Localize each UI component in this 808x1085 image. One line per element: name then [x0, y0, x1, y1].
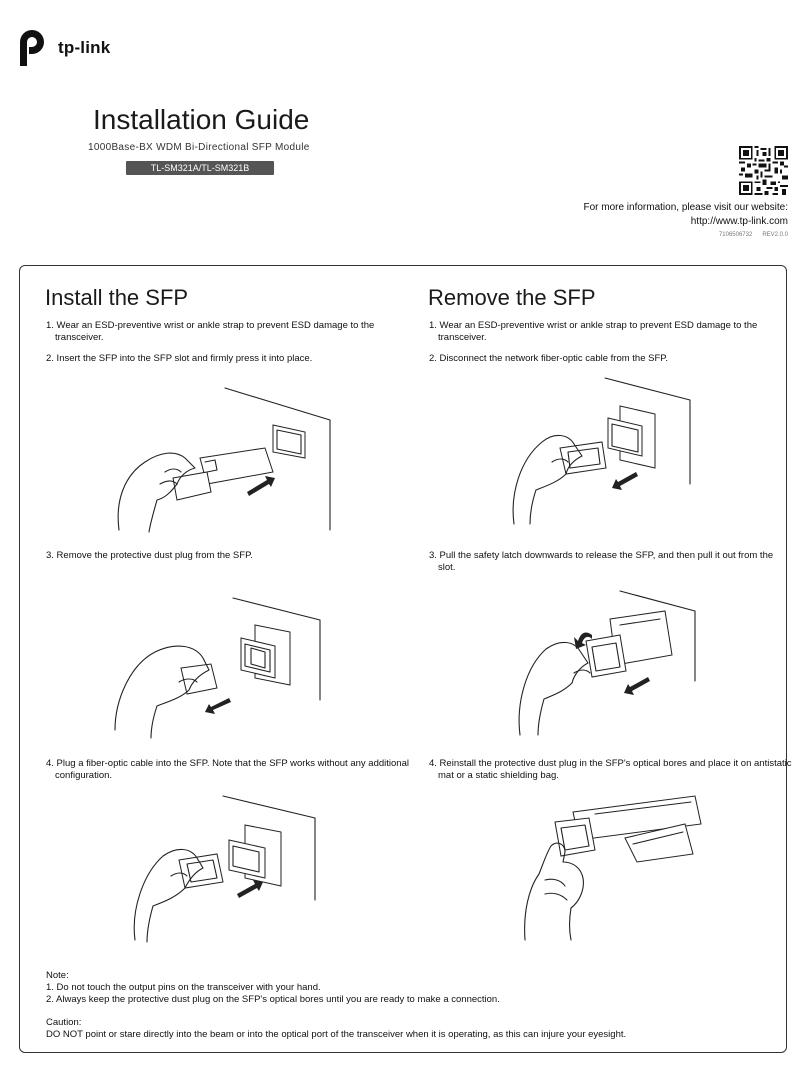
- tp-link-logo-icon: [20, 30, 44, 66]
- note-item-1: 1. Do not touch the output pins on the t…: [46, 982, 321, 993]
- remove-step-4: 4. Reinstall the protective dust plug in…: [429, 758, 792, 781]
- page-title: Installation Guide: [93, 104, 310, 135]
- qr-code-icon: [739, 146, 788, 195]
- install-step-1: 1. Wear an ESD-preventive wrist or ankle…: [46, 320, 375, 343]
- remove-dust-plug-illustration: [114, 597, 321, 739]
- notes-heading: Note:: [46, 970, 69, 981]
- product-subtitle: 1000Base-BX WDM Bi-Directional SFP Modul…: [88, 142, 310, 153]
- install-step-4: 4. Plug a fiber-optic cable into the SFP…: [46, 758, 409, 781]
- notes-section: Note: 1. Do not touch the output pins on…: [46, 970, 766, 1006]
- doc-number: 7106506732: [718, 232, 753, 238]
- remove-section-title: Remove the SFP: [428, 285, 596, 310]
- more-info-text: For more information, please visit our w…: [583, 202, 788, 213]
- install-step-2: 2. Insert the SFP into the SFP slot and …: [46, 353, 313, 364]
- insert-sfp-illustration: [117, 387, 331, 533]
- caution-heading: Caution:: [46, 1017, 82, 1028]
- install-section-title: Install the SFP: [45, 285, 189, 310]
- brand-name: tp-link: [58, 38, 111, 57]
- reinstall-dust-plug-illustration: [524, 795, 702, 941]
- plug-cable-illustration: [133, 795, 316, 943]
- caution-text: DO NOT point or stare directly into the …: [46, 1029, 627, 1040]
- remove-step-3: 3. Pull the safety latch downwards to re…: [429, 550, 774, 573]
- document-code: 7106506732 REV2.0.0: [709, 232, 788, 238]
- caution-section: Caution: DO NOT point or stare directly …: [46, 1017, 786, 1041]
- instructions-panel: [19, 265, 787, 1053]
- model-badge: TL-SM321A/TL-SM321B: [126, 161, 274, 175]
- remove-step-2: 2. Disconnect the network fiber-optic ca…: [429, 353, 669, 364]
- website-link[interactable]: http://www.tp-link.com: [690, 216, 788, 227]
- remove-step-1: 1. Wear an ESD-preventive wrist or ankle…: [429, 320, 758, 343]
- note-item-2: 2. Always keep the protective dust plug …: [46, 994, 500, 1005]
- disconnect-cable-illustration: [512, 377, 691, 525]
- install-step-3: 3. Remove the protective dust plug from …: [46, 550, 253, 561]
- revision-code: REV2.0.0: [762, 232, 788, 238]
- pull-latch-illustration: [518, 590, 696, 736]
